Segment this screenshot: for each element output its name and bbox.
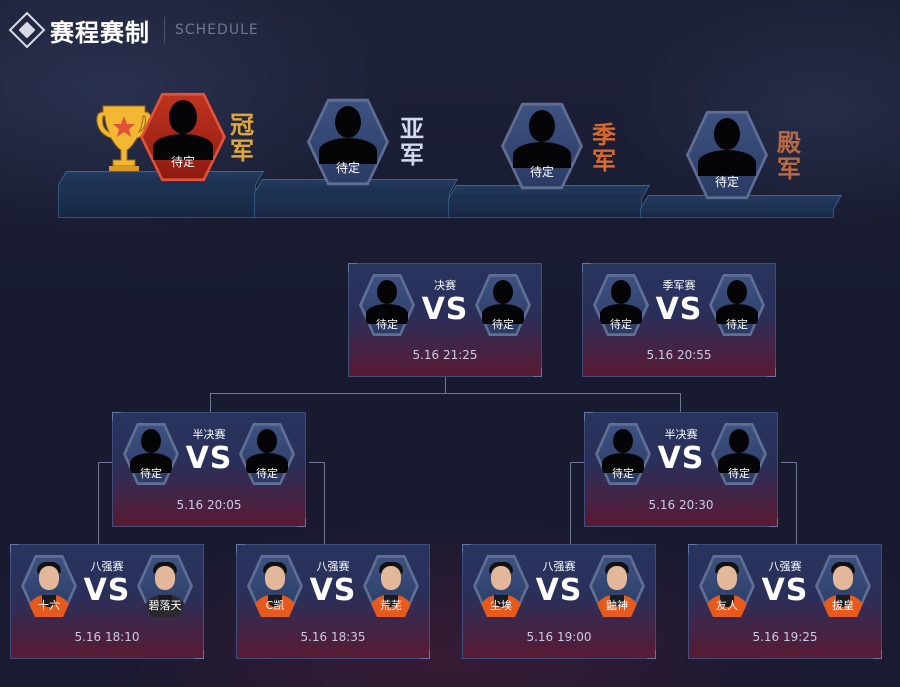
bracket-connector [445, 377, 446, 393]
match-time: 5.16 19:25 [752, 630, 818, 644]
player-name: 待定 [140, 467, 162, 480]
player-name: 待定 [726, 318, 748, 331]
player-avatar-left: 待定 [595, 421, 651, 487]
bracket-connector [796, 462, 797, 544]
bracket-connector [680, 393, 681, 412]
player-avatar-left: 待定 [123, 421, 179, 487]
bracket-connector [98, 462, 99, 544]
player-avatar-left: 友人 [699, 553, 755, 619]
vs-label: VS [185, 441, 233, 476]
match-card-third-place[interactable]: 待定 季军赛 VS 待定 5.16 20:55 [582, 263, 776, 377]
player-avatar-left: 待定 [359, 272, 415, 338]
player-name: 尘埃 [490, 599, 512, 612]
player-avatar-right: 待定 [475, 272, 531, 338]
vs-label: VS [535, 573, 583, 608]
bracket-connector [210, 393, 680, 394]
champion-label: 待定 [170, 155, 195, 169]
player-avatar-right: 待定 [711, 421, 767, 487]
runner-up-avatar: 待定 [307, 96, 389, 188]
rank-fourth: 殿军 [777, 129, 801, 183]
player-avatar-right: 拔皇 [815, 553, 871, 619]
player-name: 十六 [38, 599, 60, 612]
podium-step-4 [640, 208, 834, 218]
vs-label: VS [421, 292, 469, 327]
podium-step-3 [448, 198, 642, 218]
match-stage: 决赛 [434, 279, 456, 292]
match-card-final[interactable]: 待定 决赛 VS 待定 5.16 21:25 [348, 263, 542, 377]
bracket-connector [98, 462, 112, 463]
match-stage: 半决赛 [664, 428, 698, 441]
header-divider [164, 17, 165, 43]
player-name: 荒芜 [380, 599, 402, 612]
match-stage: 季军赛 [662, 279, 696, 292]
vs-label: VS [309, 573, 357, 608]
bracket-connector [210, 393, 211, 412]
player-name: C凯 [265, 599, 285, 612]
bracket-connector [570, 462, 584, 463]
player-avatar-left: 尘埃 [473, 553, 529, 619]
player-name: 碧落天 [148, 599, 182, 612]
page-subtitle: SCHEDULE [175, 22, 259, 38]
match-card-semifinal-1[interactable]: 待定 半决赛 VS 待定 5.16 20:05 [112, 412, 306, 527]
player-name: 待定 [492, 318, 514, 331]
bracket-connector [309, 462, 324, 463]
player-avatar-left: C凯 [247, 553, 303, 619]
bracket-connector [324, 462, 325, 544]
podium-step-2 [254, 192, 450, 218]
match-time: 5.16 20:30 [648, 498, 714, 512]
vs-label: VS [761, 573, 809, 608]
match-stage: 八强赛 [768, 560, 802, 573]
match-stage: 八强赛 [542, 560, 576, 573]
bracket-connector [781, 462, 796, 463]
player-name: 待定 [376, 318, 398, 331]
third-place-label: 待定 [529, 165, 554, 179]
player-name: 待定 [612, 467, 634, 480]
match-time: 5.16 20:55 [646, 348, 712, 362]
page-title: 赛程赛制 [50, 18, 150, 47]
vs-label: VS [657, 441, 705, 476]
bracket-connector [570, 462, 571, 544]
schedule-logo-icon [8, 11, 46, 49]
match-card-quarterfinal-4[interactable]: 友人 八强赛 VS 拔皇 5.16 19:25 [688, 544, 882, 659]
player-name: 待定 [610, 318, 632, 331]
match-card-quarterfinal-3[interactable]: 尘埃 八强赛 VS 鼬神 5.16 19:00 [462, 544, 656, 659]
player-name: 待定 [256, 467, 278, 480]
match-time: 5.16 18:35 [300, 630, 366, 644]
rank-champion: 冠军 [230, 111, 254, 165]
vs-label: VS [655, 292, 703, 327]
champion-avatar: 待定 [140, 90, 226, 184]
player-avatar-right: 待定 [239, 421, 295, 487]
player-name: 待定 [728, 467, 750, 480]
rank-runner-up: 亚军 [400, 115, 424, 169]
player-avatar-right: 待定 [709, 272, 765, 338]
player-avatar-right: 鼬神 [589, 553, 645, 619]
podium [58, 170, 836, 220]
match-stage: 半决赛 [192, 428, 226, 441]
podium-step-1 [58, 184, 256, 218]
third-place-avatar: 待定 [501, 100, 583, 192]
match-time: 5.16 19:00 [526, 630, 592, 644]
player-name: 友人 [716, 599, 738, 612]
match-time: 5.16 21:25 [412, 348, 478, 362]
match-time: 5.16 20:05 [176, 498, 242, 512]
player-avatar-right: 荒芜 [363, 553, 419, 619]
rank-third: 季军 [592, 121, 616, 175]
match-card-quarterfinal-2[interactable]: C凯 八强赛 VS 荒芜 5.16 18:35 [236, 544, 430, 659]
page-header: 赛程赛制 SCHEDULE [8, 10, 259, 50]
player-name: 拔皇 [832, 599, 854, 612]
player-avatar-left: 十六 [21, 553, 77, 619]
match-card-semifinal-2[interactable]: 待定 半决赛 VS 待定 5.16 20:30 [584, 412, 778, 527]
match-stage: 八强赛 [90, 560, 124, 573]
player-name: 鼬神 [606, 599, 628, 612]
fourth-place-avatar: 待定 [686, 108, 768, 202]
match-time: 5.16 18:10 [74, 630, 140, 644]
fourth-place-label: 待定 [714, 175, 739, 189]
player-avatar-left: 待定 [593, 272, 649, 338]
match-card-quarterfinal-1[interactable]: 十六 八强赛 VS 碧落天 5.16 18:10 [10, 544, 204, 659]
runner-up-label: 待定 [335, 161, 360, 175]
match-stage: 八强赛 [316, 560, 350, 573]
player-avatar-right: 碧落天 [137, 553, 193, 619]
vs-label: VS [83, 573, 131, 608]
